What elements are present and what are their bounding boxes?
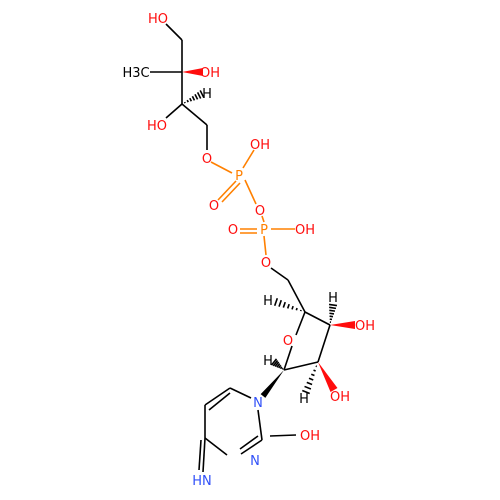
atom-label-p_2: P: [260, 223, 268, 238]
ring-c6-c5-dbl: [208, 392, 231, 411]
ring-n1-c6: [229, 387, 252, 399]
hash-c3-h: [186, 99, 189, 103]
atom-label-c_me: H3C: [122, 66, 149, 81]
atom-label-n_1: N: [253, 396, 263, 411]
hash-c2p-h: [313, 369, 316, 372]
hash-c2p-h: [308, 377, 314, 381]
atom-label-n_3: N: [250, 454, 260, 469]
atom-label-h_1: H: [202, 87, 212, 102]
atom-label-o_bridge1: O: [202, 152, 212, 167]
atom-label-p_1: P: [235, 169, 243, 184]
atom-label-o_ho1: HO: [148, 12, 168, 27]
bond-p1-dbl2: [221, 182, 241, 203]
bond-c3-ho: [165, 103, 183, 119]
atom-label-o_p2oh: OH: [295, 223, 315, 238]
hash-c1p-h: [279, 366, 283, 370]
atom-label-o_p1oh: OH: [250, 138, 270, 153]
wedge-c2p-oh: [318, 362, 338, 392]
atom-label-o_bridge3: O: [261, 256, 271, 271]
hash-c3-h: [196, 92, 202, 99]
ring-n3-c2-dbl: [239, 435, 259, 450]
bond-c4p-c3p: [304, 311, 331, 326]
atom-label-o_oh3: OH: [355, 319, 375, 334]
hash-c3-h: [199, 90, 205, 98]
hash-c2p-h: [306, 381, 313, 386]
hash-c4p-h: [291, 305, 294, 310]
atom-label-h_3: H: [328, 291, 338, 306]
bond-o-p2: [261, 215, 265, 223]
hash-c4p-h: [286, 303, 290, 309]
hash-c4p-h: [282, 301, 286, 308]
atom-label-o_ho3: HO: [147, 119, 167, 134]
bond-c4p-o: [295, 311, 306, 336]
hash-c1p-h: [274, 361, 280, 368]
hash-c3p-h: [329, 309, 336, 312]
bond-c5p-c4p: [287, 279, 306, 313]
atom-label-o_p2dbl: O: [228, 223, 238, 238]
bond-c2p-c1p: [283, 361, 319, 371]
bond-c1-ho: [165, 23, 183, 41]
bond-c3p-c2p: [317, 324, 331, 363]
hash-c3-h: [189, 97, 193, 102]
hash-c2p-h: [310, 373, 315, 377]
bond-p1-oh: [242, 149, 255, 169]
bond-c3-c4: [181, 103, 208, 126]
bond-c1p-o: [283, 345, 293, 371]
bond-p1-dbl: [217, 180, 237, 201]
ring-n3-c2: [240, 439, 263, 455]
hash-c3-h: [191, 95, 196, 101]
atom-label-o_oh4: OH: [330, 390, 350, 405]
ring-c2-n1: [257, 409, 263, 441]
atom-label-o_p1dbl: O: [209, 199, 219, 214]
bond-p1-o: [244, 179, 257, 205]
hash-c2p-h: [301, 389, 311, 395]
hash-c4p-h: [278, 299, 283, 307]
hash-c3p-h: [329, 315, 334, 318]
hash-c1p-h: [278, 364, 282, 369]
wedge-c3p-oh: [330, 321, 355, 329]
wedge-c2-oh: [182, 68, 203, 76]
bond-o-c5p: [270, 267, 289, 281]
bond-c2-oh: [269, 434, 297, 437]
bond-c4-nh: [202, 437, 206, 473]
bond-p2-o: [263, 235, 267, 256]
hash-c3-h: [194, 93, 199, 100]
atom-label-o_bridge2: O: [255, 204, 265, 219]
hash-c1p-h: [270, 358, 278, 366]
atom-label-o_oh5: OH: [300, 429, 320, 444]
atom-label-o_ring: O: [283, 334, 293, 349]
hash-c1p-h: [281, 367, 284, 370]
ring-c6-c5: [204, 387, 231, 406]
hash-c3p-h: [329, 312, 335, 315]
hash-c2p-h: [304, 385, 312, 390]
atom-label-n_imine: HN: [192, 474, 212, 489]
wedge-c1p-n: [260, 370, 284, 398]
hash-c3-h: [183, 101, 186, 104]
hash-c3p-h: [329, 306, 337, 310]
bond-lines: [150, 23, 355, 473]
hash-c1p-h: [276, 363, 281, 368]
atom-label-h_4: H: [263, 354, 273, 369]
hash-c3p-h: [328, 303, 338, 307]
hash-c1p-h: [272, 359, 279, 367]
atom-label-h_5: H: [299, 392, 309, 407]
bond-c4-nh-dbl: [198, 439, 202, 471]
hash-c4p-h: [273, 297, 279, 307]
hash-c4p-h: [295, 307, 298, 311]
atom-label-o_oh2: OH: [200, 66, 220, 81]
atom-label-h_2: H: [263, 294, 273, 309]
ring-c4-n3: [204, 437, 228, 456]
bond-o-p1: [210, 161, 233, 174]
